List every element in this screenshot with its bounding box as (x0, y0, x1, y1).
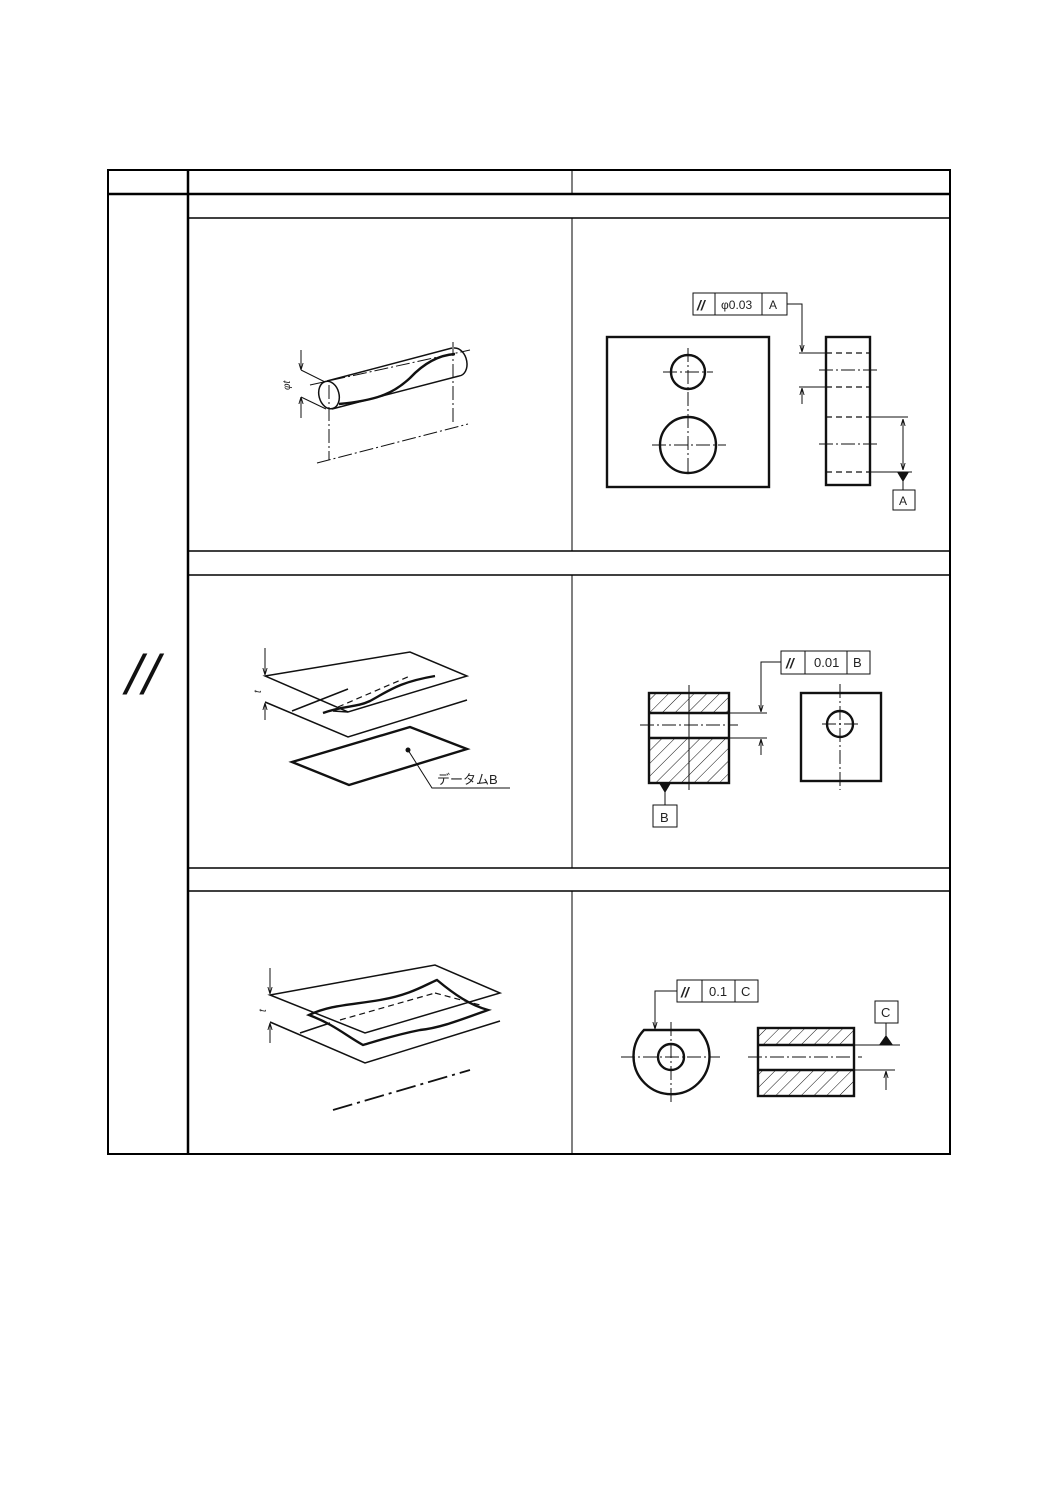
tolerance-value: 0.01 (814, 655, 839, 670)
datum-label-b: B (660, 810, 669, 825)
surface-tolerance-zone-drawing (267, 964, 503, 1111)
datum-reference: C (741, 984, 750, 999)
feature-control-frame-c (655, 979, 759, 1029)
dimension-phi-t: φt (282, 379, 293, 390)
table-grid (107, 169, 951, 1155)
datum-label-c: C (881, 1005, 890, 1020)
feature-control-frame-a (692, 292, 802, 352)
tolerance-value: φ0.03 (721, 298, 752, 312)
sleeve-section-view (748, 1000, 900, 1098)
feature-control-frame-b (761, 650, 871, 712)
parallelism-symbol: // (680, 984, 691, 1000)
dimension-t: t (258, 1008, 269, 1012)
plane-tolerance-zone-drawing (262, 648, 510, 789)
datum-b-callout: データムB (437, 772, 498, 787)
block-end-view (799, 684, 883, 790)
parallelism-symbol: // (785, 655, 796, 671)
dimension-t: t (253, 689, 264, 693)
datum-reference: B (853, 655, 862, 670)
datum-reference: A (769, 298, 777, 312)
flatted-disc-end-view (621, 1022, 720, 1105)
cylinder-tolerance-zone-drawing (301, 342, 471, 464)
datum-label-a: A (899, 494, 907, 508)
parallelism-symbol: // (696, 297, 707, 313)
block-section-view (640, 685, 767, 828)
tolerance-value: 0.1 (709, 984, 727, 999)
plate-side-view (799, 335, 916, 511)
parallelism-symbol: // (122, 644, 165, 702)
plate-front-view (605, 335, 771, 489)
